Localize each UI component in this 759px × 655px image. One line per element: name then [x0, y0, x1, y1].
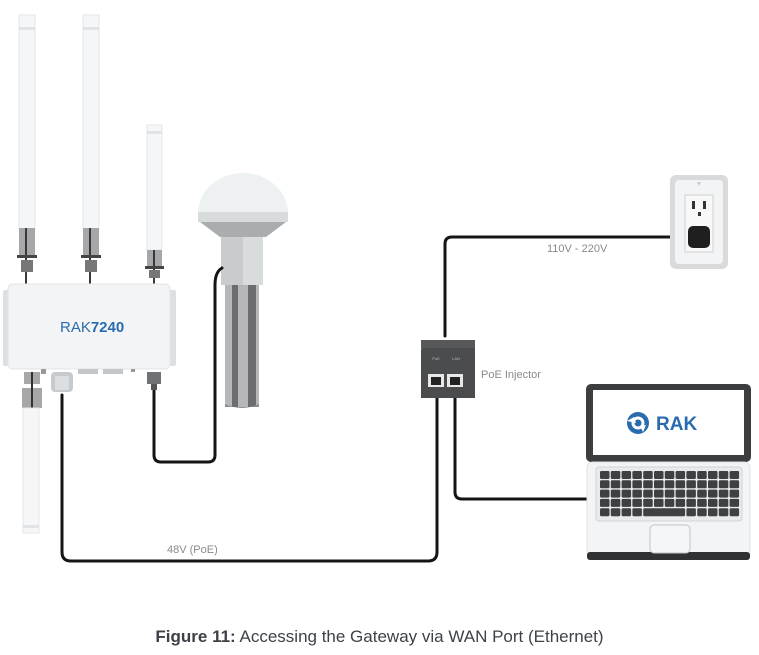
- keyboard-key: [654, 489, 664, 498]
- gateway-brand-text: RAK: [60, 319, 91, 336]
- keyboard-key: [697, 508, 707, 517]
- poe-cable: [60, 386, 439, 563]
- figure-number: Figure 11:: [155, 627, 236, 646]
- keyboard-key: [729, 480, 740, 489]
- keyboard-key: [697, 498, 707, 507]
- poe-voltage-label: 48V (PoE): [167, 544, 218, 556]
- rak-logo-icon: [627, 412, 649, 434]
- gateway-rak7240: [3, 283, 176, 534]
- keyboard-key: [610, 508, 621, 517]
- keyboard-key: [632, 498, 642, 507]
- keyboard-key: [697, 471, 707, 479]
- keyboard-key: [664, 498, 675, 507]
- keyboard-key: [621, 498, 632, 507]
- antenna-short: [145, 124, 164, 286]
- keyboard-key: [718, 489, 729, 498]
- keyboard-key: [610, 480, 621, 489]
- keyboard-key: [686, 480, 696, 489]
- keyboard-key: [697, 480, 707, 489]
- wall-outlet: [670, 175, 728, 269]
- keyboard-key: [686, 489, 696, 498]
- keyboard-key: [697, 489, 707, 498]
- gateway-model-label: RAK7240: [60, 319, 124, 336]
- antenna-left: [17, 14, 37, 286]
- injector-label: PoE Injector: [481, 369, 541, 381]
- keyboard-key: [621, 508, 632, 517]
- keyboard-key: [621, 489, 632, 498]
- keyboard-key: [729, 498, 740, 507]
- keyboard-key: [675, 471, 686, 479]
- keyboard-key: [675, 489, 686, 498]
- antenna-middle: [81, 14, 101, 286]
- keyboard-key: [621, 480, 632, 489]
- keyboard-key: [610, 498, 621, 507]
- keyboard-key: [632, 489, 642, 498]
- keyboard-key: [708, 489, 718, 498]
- keyboard-key: [729, 508, 740, 517]
- keyboard-key: [718, 498, 729, 507]
- keyboard-key: [664, 489, 675, 498]
- poe-injector: [421, 340, 475, 398]
- keyboard-key: [632, 471, 642, 479]
- keyboard-key: [718, 508, 729, 517]
- network-diagram: RAK7240 PoE LAN PoE Injector: [3, 14, 751, 563]
- keyboard-key: [708, 471, 718, 479]
- keyboard-key: [718, 471, 729, 479]
- keyboard-key: [632, 480, 642, 489]
- keyboard-key: [708, 480, 718, 489]
- keyboard-key: [643, 498, 653, 507]
- keyboard-key: [610, 471, 621, 479]
- keyboard-key: [718, 480, 729, 489]
- injector-port-label-lan: LAN: [452, 356, 460, 361]
- lan-cable: [453, 386, 594, 501]
- keyboard-key: [729, 471, 740, 479]
- keyboard-key: [664, 480, 675, 489]
- keyboard-key: [686, 498, 696, 507]
- keyboard-key: [664, 471, 675, 479]
- keyboard-key: [600, 471, 610, 479]
- keyboard-key: [632, 508, 642, 517]
- gateway-model-text: 7240: [91, 319, 124, 336]
- figure-caption-text: Accessing the Gateway via WAN Port (Ethe…: [235, 627, 604, 646]
- keyboard-key: [600, 498, 610, 507]
- keyboard-key: [643, 489, 653, 498]
- laptop-trackpad: [649, 524, 691, 554]
- keyboard-key: [621, 471, 632, 479]
- injector-port-label-poe: PoE: [432, 356, 440, 361]
- keyboard-key: [708, 498, 718, 507]
- figure-caption: Figure 11: Accessing the Gateway via WAN…: [0, 627, 759, 647]
- laptop-rak-logo-text: RAK: [656, 414, 697, 435]
- keyboard-key: [600, 489, 610, 498]
- keyboard-key: [675, 480, 686, 489]
- gps-cable: [152, 266, 224, 464]
- keyboard-key: [686, 471, 696, 479]
- laptop: [586, 384, 751, 560]
- keyboard-key: [654, 480, 664, 489]
- keyboard-key: [729, 489, 740, 498]
- power-cable: [443, 235, 697, 338]
- keyboard-key: [708, 508, 718, 517]
- keyboard-key: [600, 508, 610, 517]
- keyboard-key: [643, 508, 686, 517]
- keyboard-key: [686, 508, 696, 517]
- keyboard-key: [610, 489, 621, 498]
- keyboard-key: [600, 480, 610, 489]
- power-voltage-label: 110V - 220V: [547, 243, 608, 255]
- keyboard-key: [654, 498, 664, 507]
- gps-antenna: [198, 173, 288, 408]
- keyboard-key: [654, 471, 664, 479]
- keyboard-key: [675, 498, 686, 507]
- laptop-keyboard: [600, 471, 740, 517]
- keyboard-key: [643, 471, 653, 479]
- keyboard-key: [643, 480, 653, 489]
